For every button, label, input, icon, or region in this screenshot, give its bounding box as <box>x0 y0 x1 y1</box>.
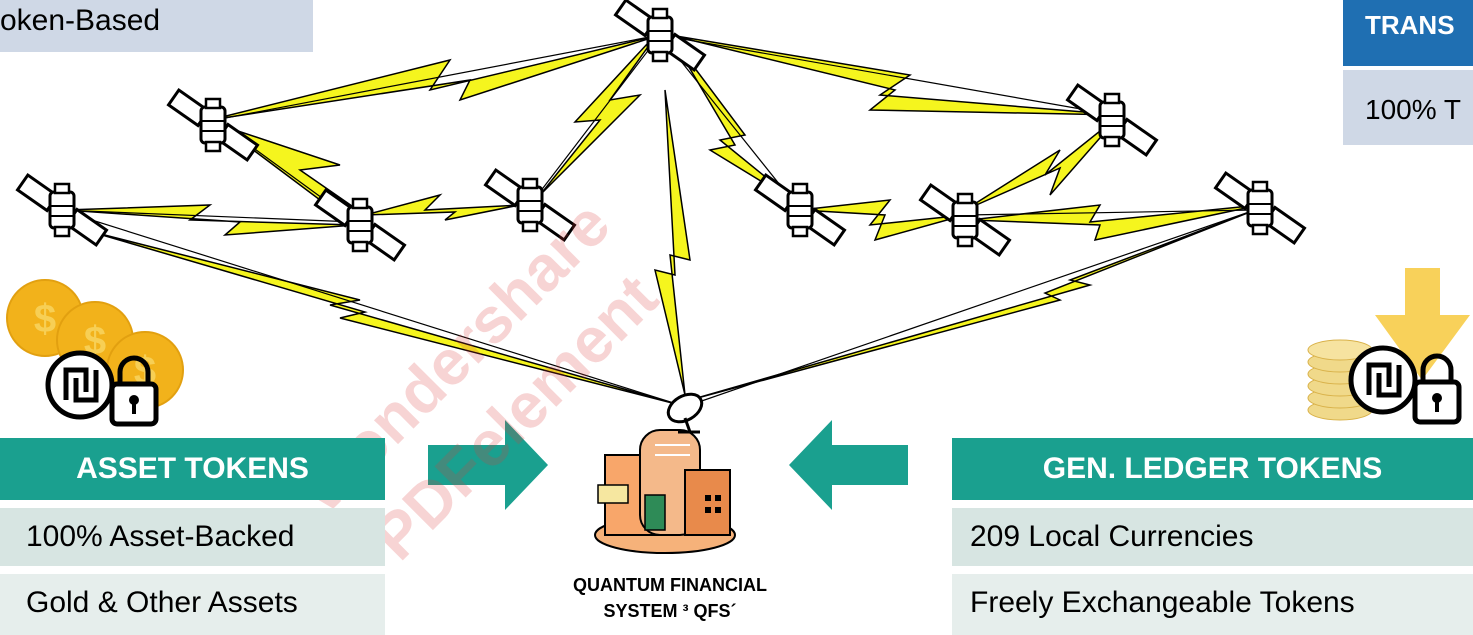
top-right-body-text: 100% T <box>1365 94 1461 125</box>
gen-ledger-tokens-header-text: GEN. LEDGER TOKENS <box>1042 452 1383 485</box>
satellite-dish-icon <box>666 392 704 434</box>
top-right-header-text: TRANS <box>1365 10 1455 40</box>
satellite-icon <box>1066 83 1158 157</box>
asset-tokens-row-1-text: 100% Asset-Backed <box>26 520 295 553</box>
gen-ledger-row-1: 209 Local Currencies <box>952 508 1473 566</box>
asset-tokens-header: ASSET TOKENS <box>0 438 385 500</box>
down-arrow-icon <box>1375 268 1470 380</box>
svg-text:$: $ <box>34 297 56 341</box>
shekel-lock-icon-right <box>1348 345 1462 425</box>
asset-tokens-row-2-text: Gold & Other Assets <box>26 586 298 619</box>
qfs-caption-line2: SYSTEM ³ QFS´ <box>603 601 737 621</box>
gen-ledger-tokens-header: GEN. LEDGER TOKENS <box>952 438 1473 500</box>
top-right-header: TRANS <box>1343 0 1473 66</box>
asset-tokens-row-1: 100% Asset-Backed <box>0 508 385 566</box>
qfs-caption: QUANTUM FINANCIAL SYSTEM ³ QFS´ <box>520 572 820 632</box>
left-arrow-icon <box>789 420 908 510</box>
shekel-lock-icon-left <box>45 350 159 427</box>
asset-tokens-header-text: ASSET TOKENS <box>76 452 309 485</box>
satellite-icon <box>484 168 576 242</box>
lightning-bolt <box>364 193 521 221</box>
qfs-caption-line1: QUANTUM FINANCIAL <box>573 575 767 595</box>
gen-ledger-row-2-text: Freely Exchangeable Tokens <box>970 586 1355 619</box>
right-arrow-icon <box>428 420 548 510</box>
link-lines <box>59 34 1256 406</box>
top-right-body: 100% T <box>1343 70 1473 145</box>
asset-tokens-row-2: Gold & Other Assets <box>0 574 385 635</box>
gen-ledger-row-1-text: 209 Local Currencies <box>970 520 1254 553</box>
satellite-icon <box>167 88 259 162</box>
top-left-label-text: oken-Based <box>0 4 161 37</box>
top-left-label: oken-Based <box>0 0 313 52</box>
gen-ledger-row-2: Freely Exchangeable Tokens <box>952 574 1473 635</box>
lightning-bolt <box>653 89 691 396</box>
lightning-bolt <box>669 34 1121 116</box>
building-icon <box>594 429 736 554</box>
lightning-bolt <box>964 114 1121 211</box>
satellite-icon <box>614 0 706 72</box>
